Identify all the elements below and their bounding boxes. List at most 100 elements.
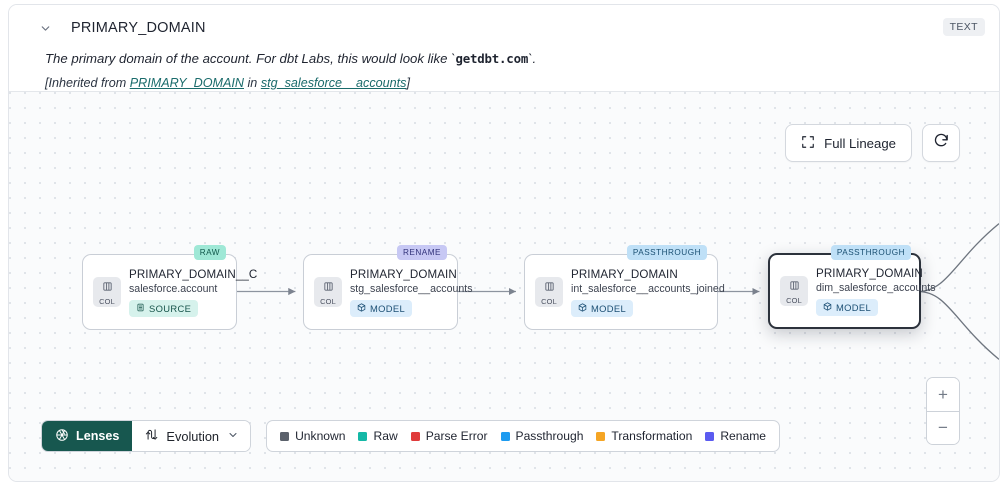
column-description: The primary domain of the account. For d… xyxy=(45,50,985,68)
legend-swatch-unknown xyxy=(280,431,290,441)
chevron-down-icon xyxy=(227,429,239,444)
column-icon xyxy=(102,279,113,297)
description-suffix: `. xyxy=(528,51,537,66)
legend-item[interactable]: Transformation xyxy=(596,429,692,443)
node-type-tag: MODEL xyxy=(571,300,634,317)
legend-swatch-transformation xyxy=(596,431,606,441)
type-badge: TEXT xyxy=(942,18,985,36)
node-type-tag-label: SOURCE xyxy=(149,303,192,314)
lenses-label: Lenses xyxy=(76,429,120,443)
node-body: PRIMARY_DOMAIN stg_salesforce__accounts … xyxy=(350,267,473,317)
edge-out-top xyxy=(918,223,999,293)
column-chip: COL xyxy=(780,276,808,306)
lineage-edges xyxy=(236,223,999,360)
legend-label: Transformation xyxy=(611,429,693,443)
lineage-node[interactable]: RAW COL PRIMARY_DOMAIN__C salesforce.acc… xyxy=(82,245,257,330)
canvas-bottom-bar: Lenses Evolution U xyxy=(41,420,781,452)
legend-label: Unknown xyxy=(295,429,346,443)
legend: Unknown Raw Parse Error Passthrough xyxy=(266,420,781,452)
inherited-from-note: [Inherited from PRIMARY_DOMAIN in stg_sa… xyxy=(45,76,985,90)
node-title: PRIMARY_DOMAIN xyxy=(350,268,457,281)
lenses-button[interactable]: Lenses xyxy=(42,421,133,451)
inherited-prefix: [Inherited from xyxy=(45,75,130,90)
lineage-node[interactable]: RENAME COL PRIMARY_DOMAIN stg_salesforce… xyxy=(303,245,473,330)
database-icon xyxy=(136,303,145,314)
evolution-label: Evolution xyxy=(166,428,220,444)
column-chip: COL xyxy=(314,277,342,307)
description-code: getdbt.com xyxy=(455,51,529,66)
column-icon xyxy=(323,279,334,297)
inherited-model-link[interactable]: stg_salesforce__accounts xyxy=(260,75,407,90)
lineage-canvas[interactable]: Full Lineage + − RAW xyxy=(9,91,999,481)
full-lineage-label: Full Lineage xyxy=(824,135,896,151)
node-type-tag: MODEL xyxy=(816,299,879,316)
lineage-node[interactable]: PASSTHROUGH COL PRIMARY_DOMAIN int_sales… xyxy=(524,245,725,330)
column-chip: COL xyxy=(535,277,563,307)
cube-icon xyxy=(578,303,587,314)
node-title: PRIMARY_DOMAIN xyxy=(571,268,678,281)
node-title: PRIMARY_DOMAIN__C xyxy=(129,268,258,281)
column-chip-label: COL xyxy=(541,296,557,306)
legend-item[interactable]: Raw xyxy=(358,429,398,443)
legend-label: Rename xyxy=(720,429,767,443)
column-icon xyxy=(544,279,555,297)
page-title: PRIMARY_DOMAIN xyxy=(71,20,206,36)
node-subtitle: salesforce.account xyxy=(129,283,218,295)
legend-label: Parse Error xyxy=(425,429,488,443)
legend-item[interactable]: Parse Error xyxy=(410,429,488,443)
chevron-down-icon[interactable] xyxy=(37,20,53,36)
inherited-column-link[interactable]: PRIMARY_DOMAIN xyxy=(129,75,244,90)
refresh-button[interactable] xyxy=(922,124,960,162)
node-body: PRIMARY_DOMAIN int_salesforce__accounts_… xyxy=(571,267,725,317)
column-chip-label: COL xyxy=(99,296,115,306)
inherited-suffix: ] xyxy=(406,75,410,90)
column-detail-card: PRIMARY_DOMAIN TEXT The primary domain o… xyxy=(8,4,1000,482)
aperture-icon xyxy=(55,428,69,445)
node-body: PRIMARY_DOMAIN__C salesforce.account SOU… xyxy=(129,267,257,317)
cube-icon xyxy=(357,303,366,314)
node-body: PRIMARY_DOMAIN dim_salesforce_accounts M… xyxy=(816,266,936,316)
column-chip-label: COL xyxy=(320,296,336,306)
node-subtitle: int_salesforce__accounts_joined xyxy=(571,283,725,295)
legend-item[interactable]: Unknown xyxy=(280,429,345,443)
expand-corners-icon xyxy=(801,135,815,152)
column-icon xyxy=(789,278,800,296)
node-type-tag: MODEL xyxy=(350,300,413,317)
node-type-tag-label: MODEL xyxy=(370,303,406,314)
node-kind-badge: PASSTHROUGH xyxy=(830,245,911,260)
node-kind-badge: RENAME xyxy=(396,245,447,260)
node-subtitle: dim_salesforce_accounts xyxy=(816,282,936,294)
description-text: The primary domain of the account. For d… xyxy=(45,51,456,66)
lenses-evolution-group: Lenses Evolution xyxy=(41,420,252,452)
legend-item[interactable]: Rename xyxy=(705,429,766,443)
refresh-icon xyxy=(933,132,950,154)
legend-label: Raw xyxy=(373,429,398,443)
edge-out-bottom xyxy=(918,290,999,360)
legend-swatch-parse-error xyxy=(410,431,420,441)
canvas-top-controls: Full Lineage xyxy=(785,124,960,162)
column-chip: COL xyxy=(93,277,121,307)
evolution-dropdown[interactable]: Evolution xyxy=(132,421,251,451)
lineage-node-selected[interactable]: PASSTHROUGH COL PRIMARY_DOMAIN dim_sales… xyxy=(768,245,936,329)
node-subtitle: stg_salesforce__accounts xyxy=(350,283,473,295)
node-kind-badge: RAW xyxy=(193,245,226,260)
cube-icon xyxy=(823,302,832,313)
column-header: PRIMARY_DOMAIN TEXT The primary domain o… xyxy=(9,5,999,91)
legend-swatch-rename xyxy=(705,431,715,441)
zoom-controls: + − xyxy=(926,377,960,445)
node-type-tag: SOURCE xyxy=(129,300,199,317)
zoom-out-button[interactable]: − xyxy=(927,411,959,444)
column-chip-label: COL xyxy=(786,295,802,305)
node-kind-badge: PASSTHROUGH xyxy=(626,245,707,260)
node-title: PRIMARY_DOMAIN xyxy=(816,267,923,280)
inherited-mid: in xyxy=(244,75,261,90)
full-lineage-button[interactable]: Full Lineage xyxy=(785,124,912,162)
legend-item[interactable]: Passthrough xyxy=(500,429,584,443)
node-type-tag-label: MODEL xyxy=(836,302,872,313)
node-type-tag-label: MODEL xyxy=(591,303,627,314)
evolution-flow-icon xyxy=(144,427,158,445)
legend-swatch-raw xyxy=(358,431,368,441)
legend-label: Passthrough xyxy=(515,429,584,443)
legend-swatch-passthrough xyxy=(500,431,510,441)
zoom-in-button[interactable]: + xyxy=(927,378,959,411)
